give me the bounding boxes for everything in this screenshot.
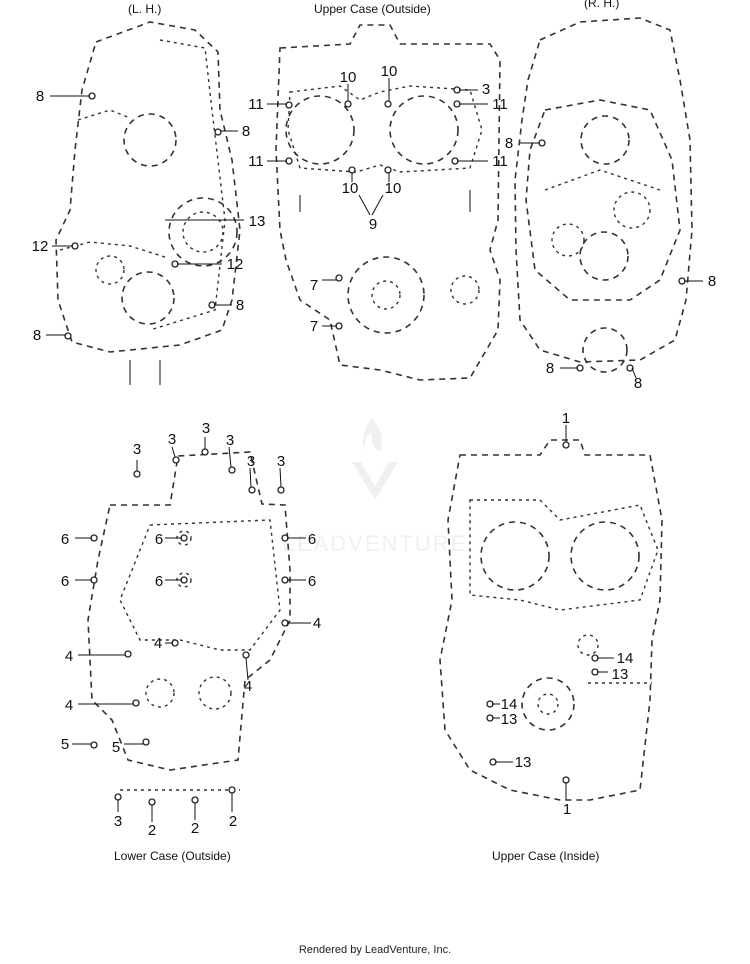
callout-lo-11: 6	[155, 573, 163, 590]
callout-lh-6: 8	[236, 297, 244, 314]
callout-lo-3: 3	[202, 420, 210, 437]
watermark-text: LEADVENTURE	[283, 531, 468, 556]
callout-lo-4: 3	[226, 432, 234, 449]
callout-lo-16: 4	[244, 678, 252, 695]
callout-uo-12: 7	[310, 318, 318, 335]
callout-lo-5: 3	[247, 453, 255, 470]
callout-lo-2: 3	[168, 431, 176, 448]
callout-rh-1: 8	[505, 135, 513, 152]
callout-lo-14: 4	[154, 635, 162, 652]
callout-ui-1: 1	[562, 410, 570, 427]
callout-lo-6: 3	[277, 453, 285, 470]
callout-lo-7: 6	[61, 531, 69, 548]
callout-ui-2: 14	[617, 650, 634, 667]
callout-ui-7: 1	[563, 801, 571, 818]
callout-ui-6: 13	[515, 754, 532, 771]
callout-lo-17: 4	[65, 697, 73, 714]
callout-lo-10: 6	[61, 573, 69, 590]
callout-leaders	[46, 78, 703, 822]
title-lower-case-outside: Lower Case (Outside)	[114, 849, 231, 863]
callout-uo-10: 9	[369, 216, 377, 233]
upper-case-outside-drawing	[275, 24, 501, 381]
left-hand-case-drawing	[55, 21, 241, 385]
callout-uo-7: 11	[492, 153, 508, 170]
title-right-hand: (R. H.)	[584, 0, 620, 10]
callout-uo-11: 7	[310, 277, 318, 294]
upper-case-inside-drawing	[439, 439, 663, 801]
callout-lo-19: 5	[112, 739, 120, 756]
callout-lo-20: 3	[114, 813, 122, 830]
callout-lo-23: 2	[229, 813, 237, 830]
footer-credit: Rendered by LeadVenture, Inc.	[298, 944, 452, 956]
title-left-hand: (L. H.)	[128, 2, 162, 16]
callout-lh-4: 12	[32, 238, 49, 255]
callout-ui-3: 13	[612, 666, 629, 683]
callout-lo-22: 2	[191, 820, 199, 837]
callout-rh-3: 8	[546, 360, 554, 377]
callout-uo-4: 3	[482, 81, 490, 98]
callout-lh-1: 8	[36, 88, 44, 105]
callout-uo-9: 10	[385, 180, 402, 197]
callout-lo-8: 6	[155, 531, 163, 548]
callout-rh-2: 8	[708, 273, 716, 290]
watermark-logo: LEADVENTURE	[283, 418, 468, 556]
callout-uo-5: 11	[492, 96, 508, 113]
callout-lh-5: 12	[227, 256, 244, 273]
callout-lo-9: 6	[308, 531, 316, 548]
callout-rh-4: 8	[634, 375, 642, 392]
callout-uo-3: 10	[381, 63, 398, 80]
callout-lh-2: 8	[242, 123, 250, 140]
callout-lh-3: 13	[249, 213, 266, 230]
callout-uo-6: 11	[248, 153, 264, 170]
right-hand-case-drawing	[514, 17, 693, 373]
callout-ui-4: 14	[501, 696, 518, 713]
callout-ui-5: 13	[501, 711, 518, 728]
callout-lo-18: 5	[61, 736, 69, 753]
callout-labels: 8 8 13 12 12 8 8 11 10 10 3 11 11 11 10 …	[32, 63, 717, 839]
callout-lo-13: 4	[313, 615, 321, 632]
callout-lo-1: 3	[133, 441, 141, 458]
callout-lo-12: 6	[308, 573, 316, 590]
title-upper-case-inside: Upper Case (Inside)	[492, 849, 600, 863]
callout-lh-7: 8	[33, 327, 41, 344]
callout-uo-2: 10	[340, 69, 357, 86]
callout-lo-15: 4	[65, 648, 73, 665]
callout-uo-8: 10	[342, 180, 359, 197]
title-upper-case-outside: Upper Case (Outside)	[314, 2, 431, 16]
callout-lo-21: 2	[148, 822, 156, 839]
callout-uo-1: 11	[248, 96, 264, 113]
